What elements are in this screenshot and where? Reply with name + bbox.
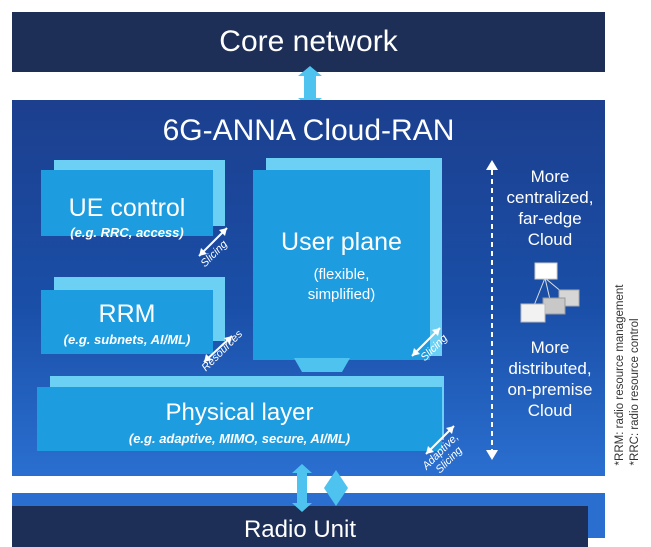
radio-unit-label: Radio Unit bbox=[243, 516, 357, 543]
user-plane-block: User plane (flexible, simplified) bbox=[253, 170, 430, 360]
ue-control-slicing-arrow-icon bbox=[198, 227, 228, 257]
core-network-label: Core network bbox=[219, 25, 398, 58]
user-plane-slicing-arrow-icon bbox=[411, 327, 441, 357]
core-network-box: Core network bbox=[12, 12, 605, 72]
user-plane-title: User plane bbox=[281, 228, 402, 256]
radio-unit-box: Radio Unit bbox=[12, 506, 588, 547]
ue-control-title: UE control bbox=[68, 194, 186, 222]
core-ran-arrow-icon bbox=[298, 66, 322, 108]
scale-bottom-label: More distributed, on-premise Cloud bbox=[495, 337, 605, 421]
user-plane-subtitle-1: (flexible, bbox=[313, 266, 370, 283]
rrm-subtitle: (e.g. subnets, AI/ML) bbox=[63, 332, 191, 347]
scale-top-line-3: far-edge bbox=[518, 209, 582, 228]
physical-layer-block: Physical layer (e.g. adaptive, MIMO, sec… bbox=[37, 387, 442, 451]
footnotes: *RRM: radio resource management *RRC: ra… bbox=[608, 255, 648, 495]
footnote-rrc: *RRC: radio resource control bbox=[629, 318, 641, 466]
centralization-scale-arrow-icon bbox=[486, 160, 498, 460]
rrm-resources-arrow-icon bbox=[203, 335, 233, 363]
physical-layer-subtitle: (e.g. adaptive, MIMO, secure, AI/ML) bbox=[128, 431, 351, 446]
physical-layer-title: Physical layer bbox=[165, 399, 314, 426]
rrm-title: RRM bbox=[98, 300, 156, 328]
scale-bottom-line-3: on-premise bbox=[507, 380, 593, 399]
scale-top-label: More centralized, far-edge Cloud bbox=[495, 166, 605, 250]
scale-top-line-4: Cloud bbox=[527, 230, 573, 249]
user-plane-connector-icon bbox=[294, 358, 350, 372]
scale-bottom-line-4: Cloud bbox=[527, 401, 573, 420]
cloud-ran-title: 6G-ANNA Cloud-RAN bbox=[162, 114, 455, 147]
ue-control-block: UE control (e.g. RRC, access) bbox=[41, 170, 213, 240]
scale-top-line-1: More bbox=[530, 167, 570, 186]
scale-bottom-line-1: More bbox=[530, 338, 570, 357]
ue-control-subtitle: (e.g. RRC, access) bbox=[70, 225, 184, 240]
cloud-hierarchy-icon bbox=[520, 262, 580, 323]
rrm-block: RRM (e.g. subnets, AI/ML) bbox=[41, 290, 213, 354]
footnote-rrm: *RRM: radio resource management bbox=[614, 284, 626, 466]
scale-top-line-2: centralized, bbox=[506, 188, 594, 207]
user-plane-subtitle-2: simplified) bbox=[307, 286, 376, 303]
physical-adaptive-arrow-icon bbox=[425, 425, 455, 455]
ran-radio-arrows-icon bbox=[292, 464, 348, 512]
scale-bottom-line-2: distributed, bbox=[508, 359, 592, 378]
